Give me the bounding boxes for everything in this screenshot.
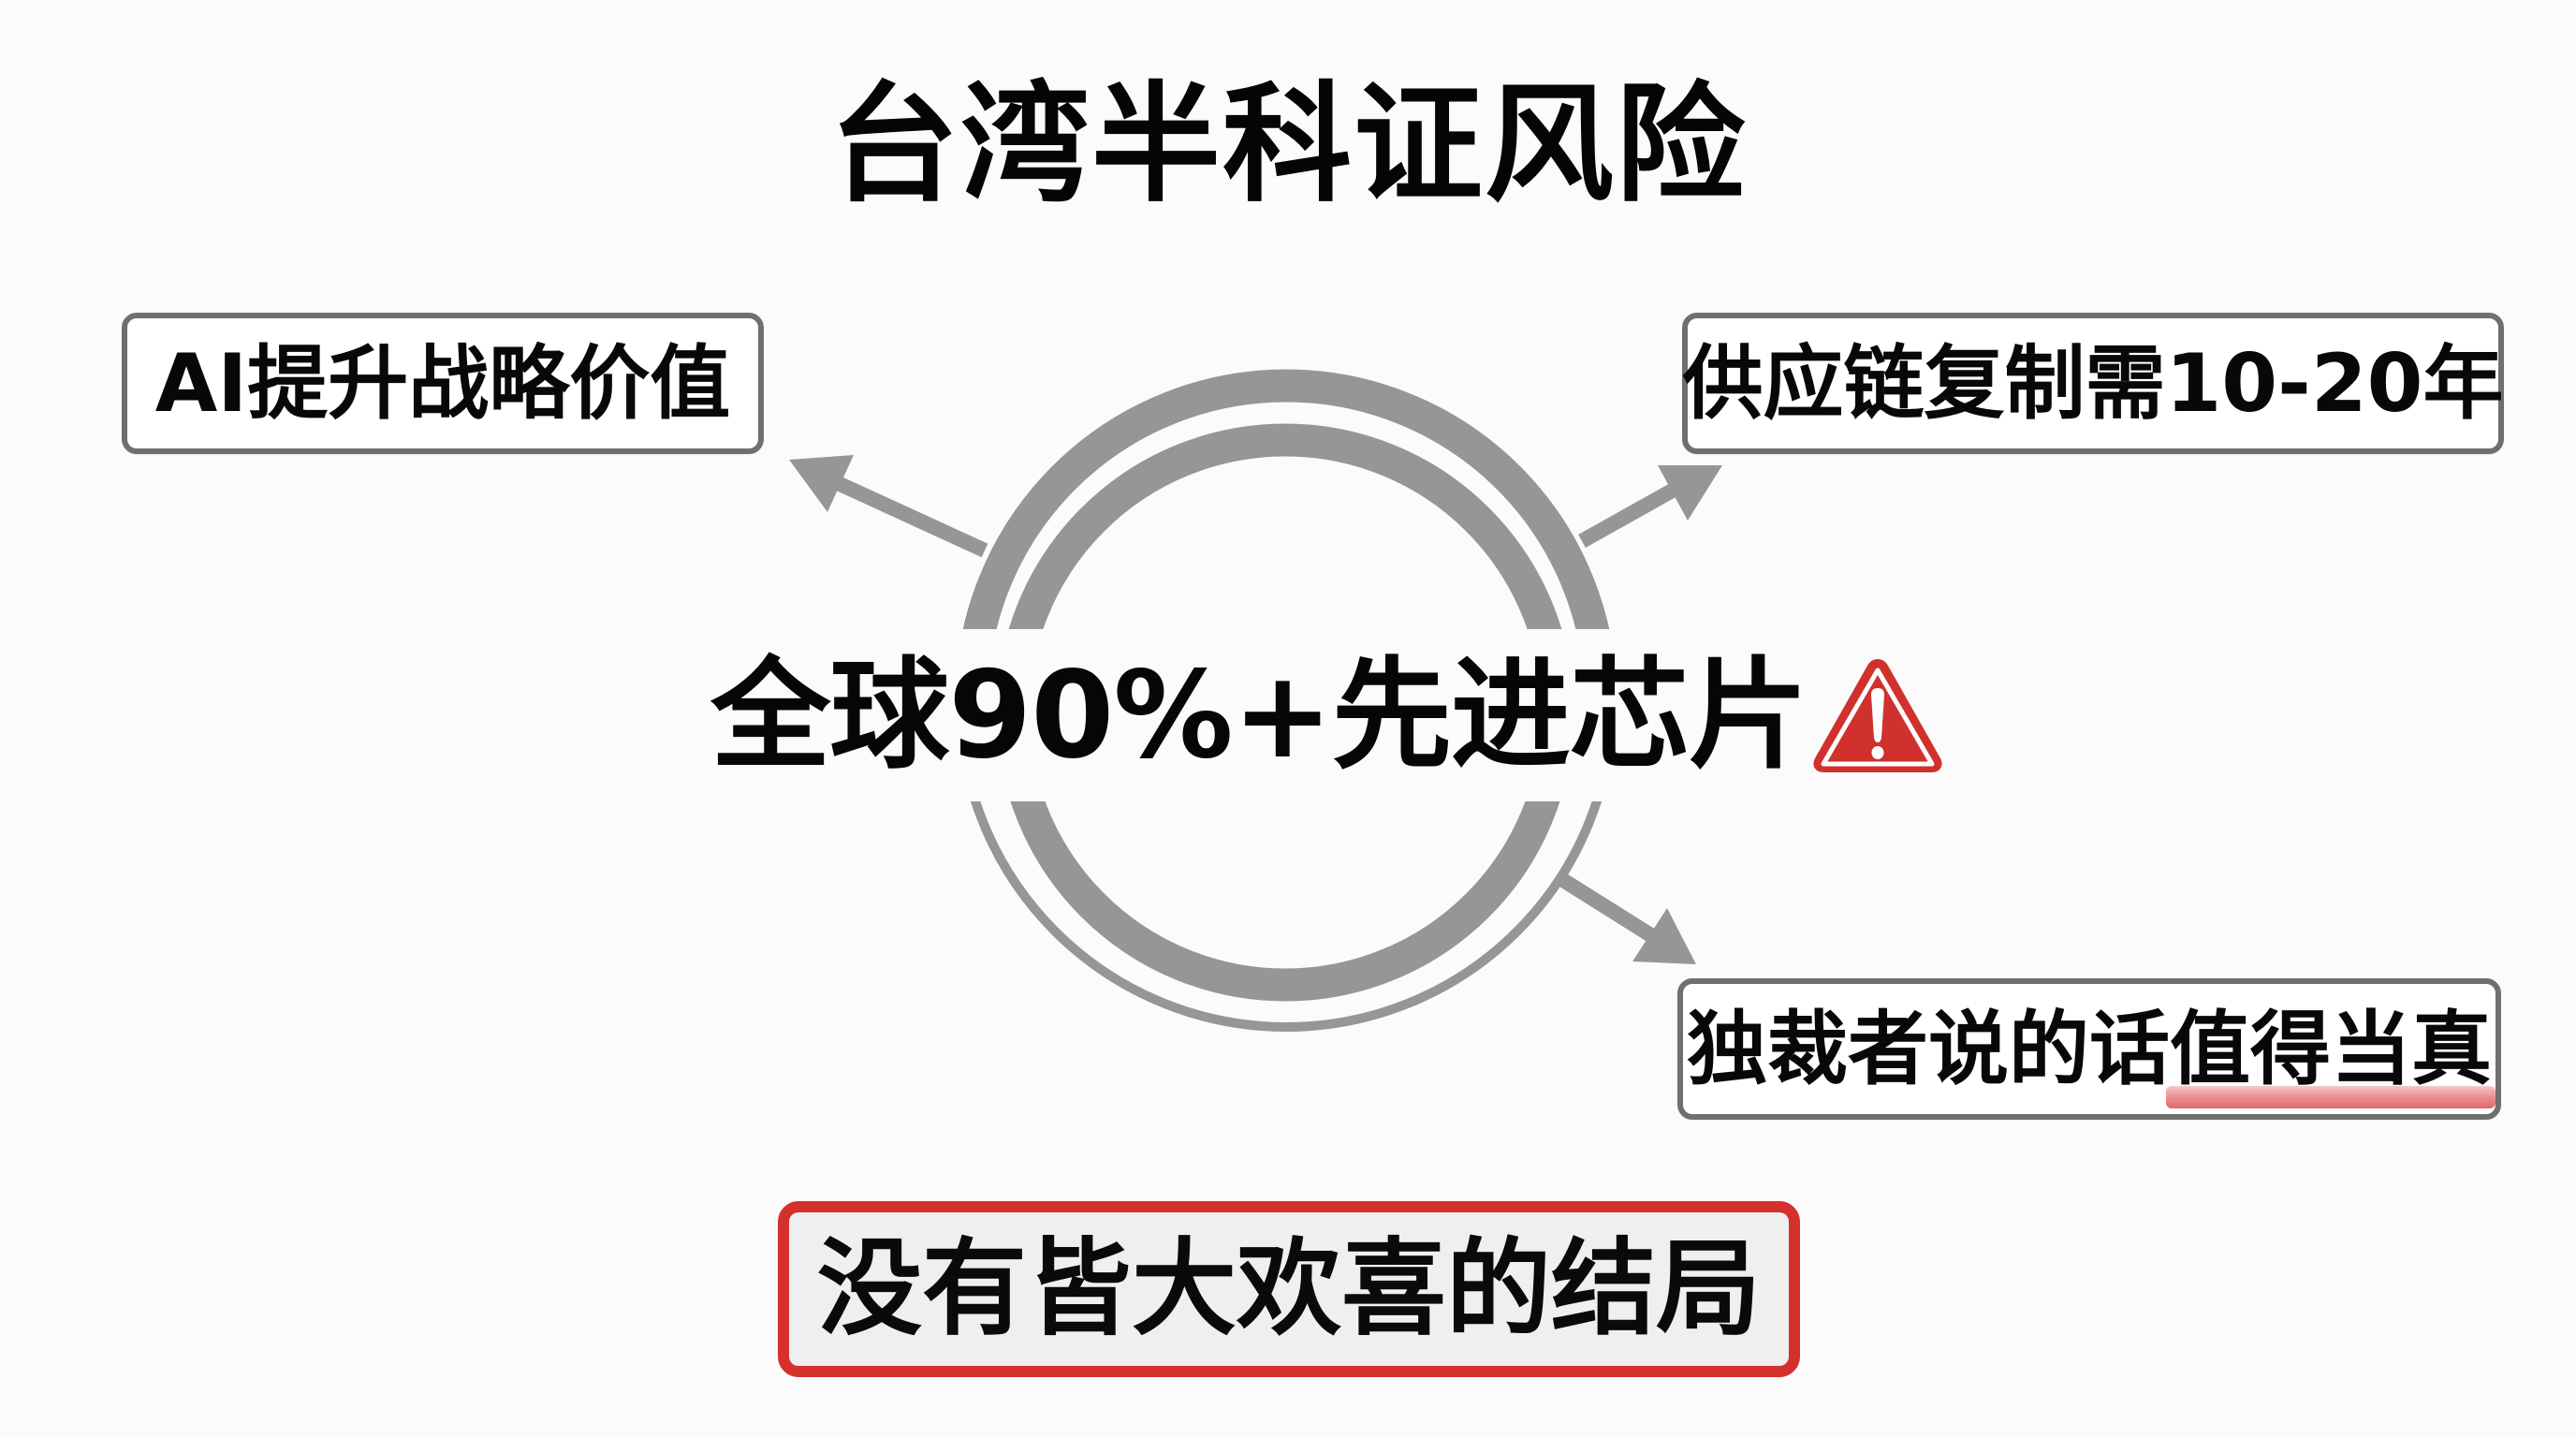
outer-ring-bottom xyxy=(970,801,1603,1032)
node-ai-strategic-value-label: AI提升战略价值 xyxy=(154,336,731,431)
conclusion-box: 没有皆大欢喜的结局 xyxy=(778,1201,1800,1377)
node-supply-chain-replication-label: 供应链复制需10-20年 xyxy=(1682,336,2504,431)
node-ai-strategic-value: AI提升战略价值 xyxy=(122,313,764,454)
diagram-title: 台湾半科证风险 xyxy=(828,69,1747,220)
arrow-to-top-right-icon xyxy=(1578,465,1722,548)
node-supply-chain-replication: 供应链复制需10-20年 xyxy=(1682,313,2504,454)
outer-ring-top xyxy=(962,369,1610,629)
center-statement: 全球90%+先进芯片 xyxy=(710,646,1808,785)
warning-triangle-icon xyxy=(1813,659,1942,772)
inner-ring-top xyxy=(1008,423,1562,629)
conclusion-label: 没有皆大欢喜的结局 xyxy=(817,1228,1761,1350)
node-dictator-statements-label: 独裁者说的话 xyxy=(1687,1002,2170,1096)
arrow-to-bottom-right-icon xyxy=(1554,871,1696,964)
arrow-to-top-left-icon xyxy=(789,455,988,558)
node-dictator-statements: 独裁者说的话值得当真 xyxy=(1677,978,2501,1120)
highlighted-phrase: 值得当真 xyxy=(2166,1009,2496,1108)
inner-ring-bottom xyxy=(1010,801,1560,1002)
highlighted-phrase-label: 值得当真 xyxy=(2170,1002,2492,1096)
